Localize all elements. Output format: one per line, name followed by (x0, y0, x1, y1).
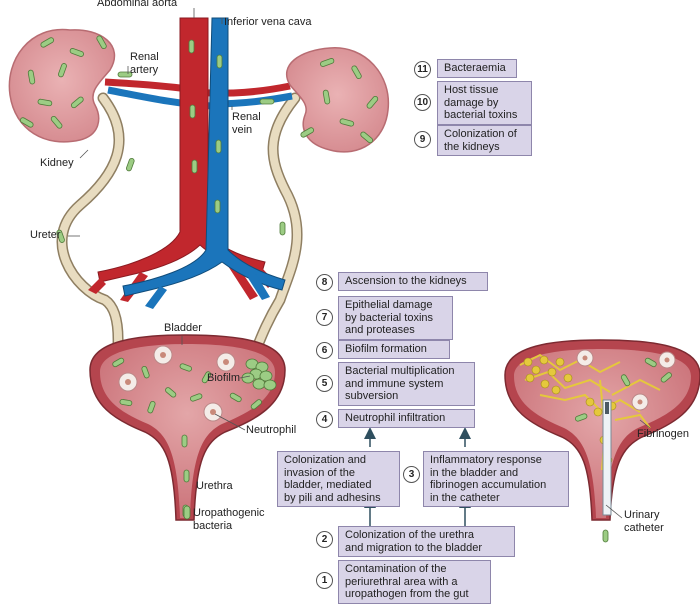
label-abdominal-aorta: Abdominal aorta (97, 0, 178, 9)
inferior-vena-cava (122, 17, 286, 297)
step-1-box: Contamination of the periurethral area w… (338, 560, 491, 604)
label-urinary-catheter: Urinary catheter (624, 509, 664, 534)
label-inferior-vena-cava: Inferior vena cava (224, 16, 312, 28)
kidney-bacteria (19, 35, 379, 144)
catheter-bacteria (574, 357, 672, 543)
step-3b-box: Inflammatory response in the bladder and… (423, 451, 569, 507)
catheter-neutrophils (576, 349, 676, 411)
step-1-number: 1 (316, 572, 333, 589)
step-5-box: Bacterial multiplication and immune syst… (338, 362, 475, 406)
label-ureter: Ureter (30, 229, 61, 241)
step-10-box: Host tissue damage by bacterial toxins (437, 81, 532, 125)
step-5-number: 5 (316, 375, 333, 392)
bladder (89, 334, 286, 521)
step-6-box: Biofilm formation (338, 340, 450, 359)
step-10-number: 10 (414, 94, 431, 111)
label-renal-vein: Renal vein (232, 111, 261, 136)
step-8-box: Ascension to the kidneys (338, 272, 488, 291)
step-3-number: 3 (403, 466, 420, 483)
kidney-left (8, 28, 116, 143)
step-6-number: 6 (316, 342, 333, 359)
label-kidney: Kidney (40, 157, 74, 169)
label-uropathogenic-bacteria: Uropathogenic bacteria (193, 507, 265, 532)
step-9-number: 9 (414, 131, 431, 148)
step-9-box: Colonization of the kidneys (437, 125, 532, 156)
ureter-left (56, 92, 125, 351)
step-4-box: Neutrophil infiltration (338, 409, 475, 428)
label-neutrophil: Neutrophil (246, 424, 297, 436)
step-2-number: 2 (316, 531, 333, 548)
fibrinogen-mesh (519, 353, 661, 471)
step-3a-box: Colonization and invasion of the bladder… (277, 451, 400, 507)
step-7-number: 7 (316, 309, 333, 326)
label-renal-artery: Renal artery (130, 51, 159, 76)
ureter-right (252, 92, 303, 351)
label-fibrinogen: Fibrinogen (637, 428, 689, 440)
step-8-number: 8 (316, 274, 333, 291)
vessel-bacteria (56, 39, 286, 243)
label-biofilm: Biofilm (207, 372, 241, 384)
label-bladder: Bladder (164, 322, 202, 334)
kidney-right (286, 47, 390, 153)
bladder-bacteria (112, 357, 262, 518)
legend-bacterium-icon (183, 505, 191, 520)
step-11-number: 11 (414, 61, 431, 78)
leader-lines (68, 8, 651, 519)
neutrophils (118, 345, 236, 422)
abdominal-aorta (97, 17, 266, 283)
step-7-box: Epithelial damage by bacterial toxins an… (338, 296, 453, 340)
label-urethra: Urethra (196, 480, 233, 492)
step-11-box: Bacteraemia (437, 59, 517, 78)
urinary-catheter (602, 399, 612, 516)
bladder-biofilm (241, 358, 277, 391)
step-2-box: Colonization of the urethra and migratio… (338, 526, 515, 557)
step-4-number: 4 (316, 411, 333, 428)
